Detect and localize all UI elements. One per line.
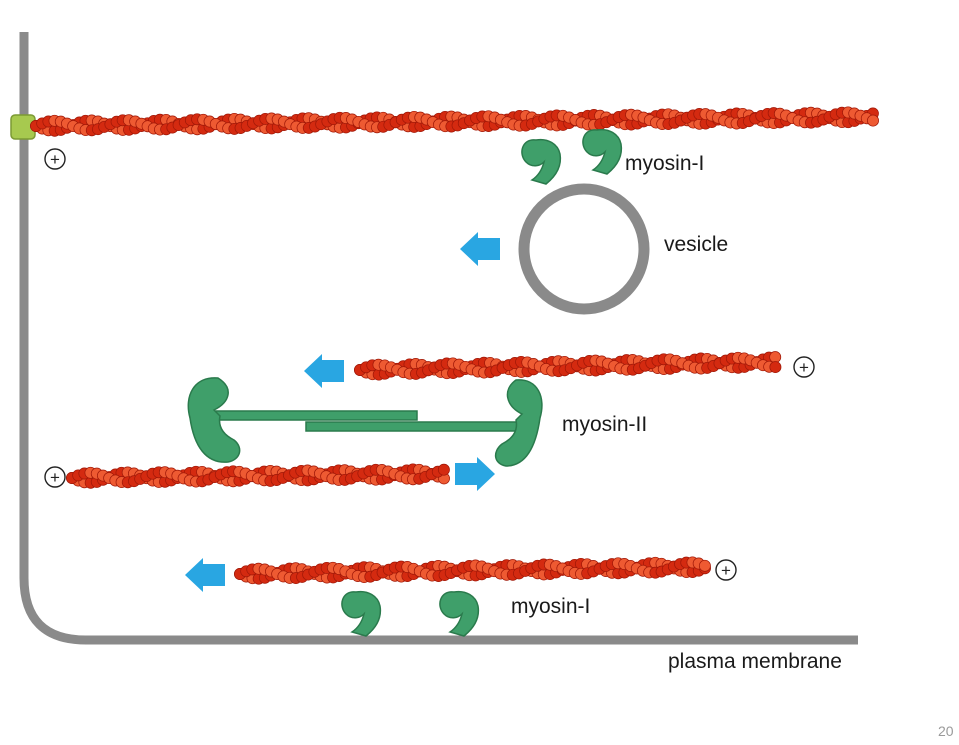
svg-text:+: + (50, 468, 60, 487)
label-myosin-i-bottom: myosin-I (511, 595, 590, 618)
myosin-ii-left-head (187, 377, 241, 463)
actin-filament-bottom (234, 556, 711, 585)
label-myosin-i-top: myosin-I (625, 152, 704, 175)
actin-subunit (867, 114, 879, 127)
actin-subunit (437, 463, 450, 476)
page-number: 20 (938, 723, 954, 739)
arrow-right-icon (455, 457, 495, 491)
arrow-left-icon (304, 354, 344, 388)
myosin-ii (187, 377, 543, 467)
plus-end-icon: + (44, 148, 66, 170)
arrow-left-icon (460, 232, 500, 266)
svg-text:+: + (799, 358, 809, 377)
plus-end-icon: + (44, 466, 66, 488)
actin-subunit (769, 361, 782, 374)
plus-end-icon: + (793, 356, 815, 378)
actin-filament-lower-middle (66, 463, 450, 489)
svg-text:+: + (721, 561, 731, 580)
actin-subunit (698, 559, 711, 572)
myosin-i-top (521, 128, 623, 185)
svg-text:+: + (50, 150, 60, 169)
arrow-left-icon (185, 558, 225, 592)
label-vesicle: vesicle (664, 233, 728, 256)
plus-end-icon: + (715, 559, 737, 581)
actin-filament-upper-middle (354, 351, 782, 381)
actin-filament-top (30, 106, 879, 137)
plasma-membrane-line (19, 32, 858, 645)
actin-subunit (769, 351, 782, 364)
myosin-i-bottom (341, 590, 480, 637)
vesicle (518, 183, 650, 315)
myosin-ii-right-head (494, 379, 543, 467)
label-myosin-ii: myosin-II (562, 413, 647, 436)
label-plasma-membrane: plasma membrane (668, 650, 842, 673)
